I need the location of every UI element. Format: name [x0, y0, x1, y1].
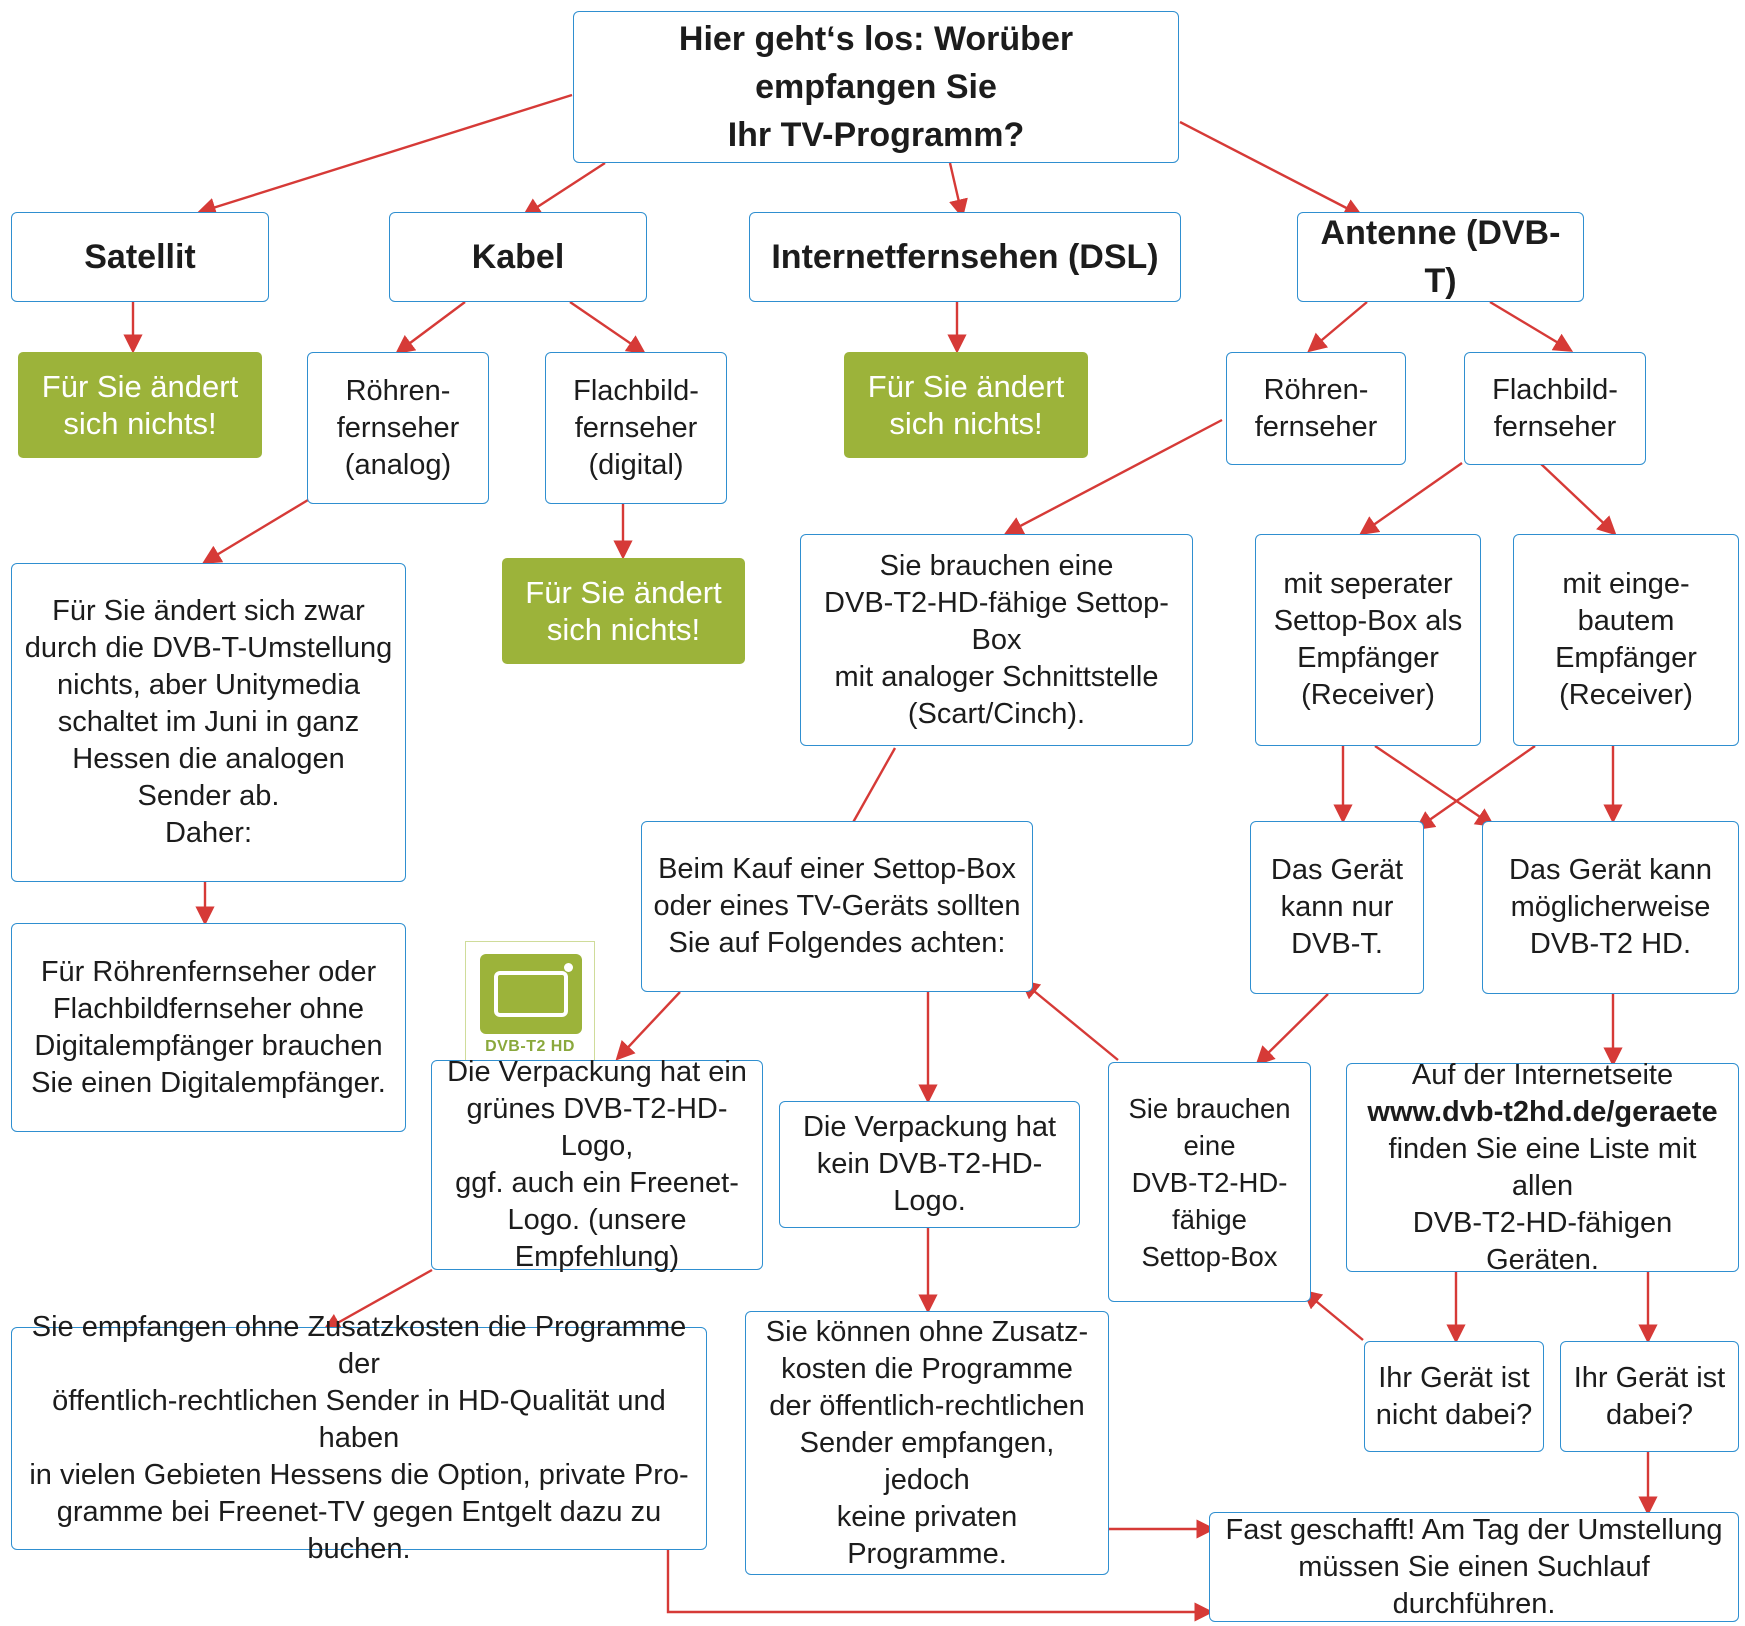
website-text-pre: Auf der Internetseite [1411, 1058, 1674, 1091]
arrow-aflach-builtin [1539, 462, 1617, 536]
settop-analog-box: Sie brauchen eine DVB-T2-HD-fähige Setto… [800, 534, 1193, 746]
need-settop-box: Sie brauchen eine DVB-T2-HD- fähige Sett… [1108, 1062, 1311, 1302]
arrow-logoyes-hdresult [321, 1268, 433, 1332]
separate-receiver: mit seperater Settop-Box als Empfänger (… [1255, 534, 1481, 746]
hd-result: Sie empfangen ohne Zusatzkosten die Prog… [11, 1311, 707, 1565]
arrow-antenne-flach [1489, 300, 1574, 352]
option-antenne: Antenne (DVB-T) [1297, 212, 1584, 302]
arrow-separate-maybe [1374, 745, 1495, 828]
buying-advice: Beim Kauf einer Settop-Box oder eines TV… [641, 821, 1033, 992]
arrow-aroehren-settop [1003, 418, 1223, 535]
logo-label: DVB-T2 HD [485, 1038, 575, 1055]
device-not-listed: Ihr Gerät ist nicht dabei? [1364, 1341, 1544, 1452]
arrow-notlisted-needbox [1302, 1289, 1364, 1341]
arrow-kroehren-info [201, 498, 309, 564]
arrow-antenne-roehren [1307, 301, 1368, 353]
arrow-kabel-flach [569, 301, 646, 355]
option-kabel: Kabel [389, 212, 647, 302]
satellit-result: Für Sie ändert sich nichts! [18, 352, 262, 458]
tv-icon [480, 954, 582, 1034]
digital-receiver-info: Für Röhrenfernseher oder Flachbildfernse… [11, 923, 406, 1132]
kabel-flach-result: Für Sie ändert sich nichts! [502, 558, 745, 664]
device-only-dvbt: Das Gerät kann nur DVB-T. [1250, 821, 1424, 994]
device-listed: Ihr Gerät ist dabei? [1560, 1341, 1739, 1452]
website-url[interactable]: www.dvb-t2hd.de/geraete [1367, 1095, 1718, 1128]
public-only-result: Sie können ohne Zusatz- kosten die Progr… [745, 1311, 1109, 1575]
arrow-start-satellit [196, 93, 573, 217]
dvb-t2-hd-logo: DVB-T2 HD [465, 941, 595, 1071]
dsl-result: Für Sie ändert sich nichts! [844, 352, 1088, 458]
option-dsl: Internetfernsehen (DSL) [749, 212, 1181, 302]
kabel-flachbildfernseher: Flachbild- fernseher (digital) [545, 352, 727, 504]
packaging-with-logo: Die Verpackung hat ein grünes DVB-T2-HD-… [431, 1056, 763, 1273]
kabel-roehrenfernseher: Röhren- fernseher (analog) [307, 352, 489, 504]
option-satellit: Satellit [11, 212, 269, 302]
arrow-start-antenne [1179, 120, 1364, 217]
arrow-builtin-onlyt [1415, 745, 1536, 831]
arrow-start-kabel [521, 161, 606, 217]
arrow-kabel-roehren [395, 301, 466, 355]
device-maybe-dvbt2: Das Gerät kann möglicherweise DVB-T2 HD. [1482, 821, 1739, 994]
packaging-without-logo: Die Verpackung hat kein DVB-T2-HD-Logo. [779, 1101, 1080, 1228]
antenne-roehrenfernseher: Röhren- fernseher [1226, 352, 1406, 465]
kabel-analog-info: Für Sie ändert sich zwar durch die DVB-T… [11, 563, 406, 882]
website-text-post: finden Sie eine Liste mit allen DVB-T2-H… [1388, 1132, 1697, 1276]
arrow-aflach-separate [1359, 462, 1463, 536]
arrow-buying-logoyes [615, 991, 681, 1061]
arrow-needbox-buying [1020, 979, 1119, 1061]
website-hint: Auf der Internetseite www.dvb-t2hd.de/ge… [1346, 1059, 1739, 1276]
builtin-receiver: mit einge- bautem Empfänger (Receiver) [1513, 534, 1739, 746]
antenne-flachbildfernseher: Flachbild- fernseher [1464, 352, 1646, 465]
final-step: Fast geschafft! Am Tag der Umstellung mü… [1209, 1512, 1739, 1622]
arrow-onlyt-needbox [1255, 993, 1329, 1066]
start-question: Hier geht‘s los: Worüber empfangen Sie I… [573, 11, 1179, 163]
arrow-start-dsl [948, 162, 968, 219]
arrow-hdresult-final [666, 1550, 1214, 1622]
